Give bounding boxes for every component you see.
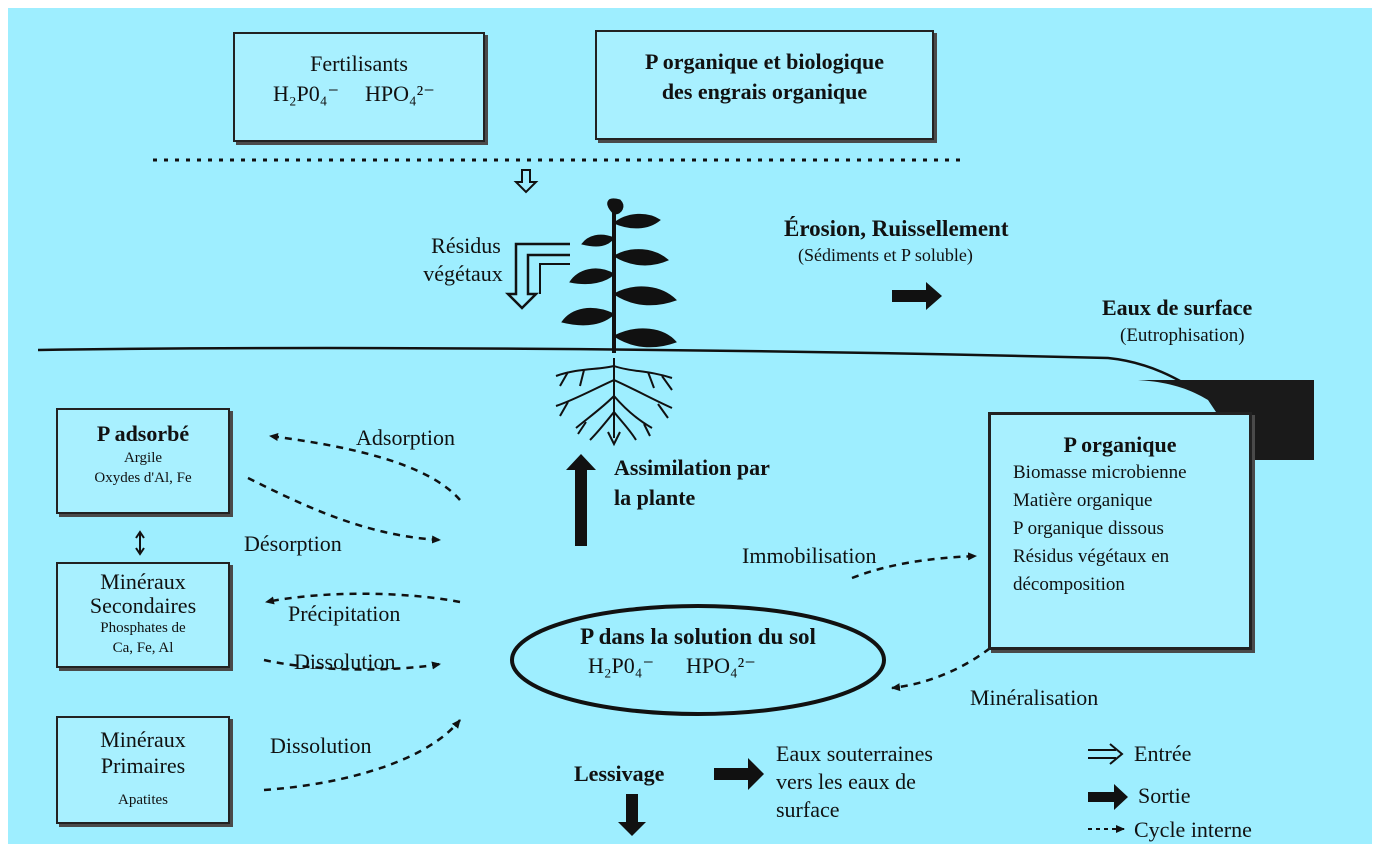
diagram-canvas: Fertilisants H₂P0₄⁻ HPO₄²⁻ P organique e… [8, 8, 1372, 844]
legend-sortie-icon [1088, 784, 1128, 810]
mineraux-secondaires-line4: Ca, Fe, Al [112, 640, 174, 656]
residus-label-line1: Résidus [431, 233, 501, 258]
eaux-surface-title: Eaux de surface [1102, 295, 1253, 320]
soil-solution-title: P dans la solution du sol [580, 624, 816, 649]
fertilisants-ion-h2po4: H₂P0₄⁻ [273, 81, 340, 106]
desorption-label: Désorption [244, 531, 342, 556]
erosion-title: Érosion, Ruissellement [784, 216, 1009, 241]
legend-cycle-label: Cycle interne [1134, 817, 1252, 842]
p-organique-title: P organique [1063, 432, 1177, 457]
mineraux-secondaires-line2: Secondaires [89, 593, 197, 618]
p-organique-item-1: Biomasse microbienne [1013, 462, 1187, 483]
mineraux-secondaires-box: Minéraux Secondaires Phosphates de Ca, F… [56, 562, 230, 668]
lessivage-label: Lessivage [574, 761, 665, 786]
p-adsorbe-box: P adsorbé Argile Oxydes d'Al, Fe [56, 408, 230, 514]
eaux-surface-subtitle: (Eutrophisation) [1120, 325, 1245, 346]
p-organique-item-4: Résidus végétaux en [1013, 546, 1170, 567]
mineraux-primaires-line2: Primaires [100, 753, 186, 778]
organic-fertilizer-box: P organique et biologique des engrais or… [595, 30, 934, 140]
organic-fertilizer-line1: P organique et biologique [645, 49, 884, 74]
precipitation-arrow [265, 592, 461, 605]
soil-solution-ellipse [510, 604, 886, 716]
p-adsorbe-oxydes: Oxydes d'Al, Fe [94, 470, 192, 486]
soil-surface-line [37, 346, 1209, 400]
eaux-souterraines-line3: surface [776, 797, 840, 822]
mineraux-primaires-apatites: Apatites [118, 792, 168, 808]
eaux-souterraines-line2: vers les eaux de [776, 769, 916, 794]
assimilation-arrow-icon [566, 454, 596, 546]
residus-label-line2: végétaux [423, 261, 503, 286]
mineraux-primaires-line1: Minéraux [100, 727, 186, 752]
legend-sortie-label: Sortie [1138, 783, 1191, 808]
eaux-souterraines-line1: Eaux souterraines [776, 741, 933, 766]
mineraux-primaires-box: Minéraux Primaires Apatites [56, 716, 230, 824]
plant-roots-icon [555, 358, 673, 441]
adsorption-label: Adsorption [356, 425, 455, 450]
p-organique-item-3: P organique dissous [1013, 518, 1164, 539]
exchange-double-arrow-icon [135, 530, 145, 556]
adsorption-arrow [269, 433, 461, 501]
legend-entree-label: Entrée [1134, 741, 1192, 766]
erosion-subtitle: (Sédiments et P soluble) [798, 245, 973, 265]
immobilisation-arrow [851, 552, 977, 580]
immobilisation-label: Immobilisation [742, 543, 877, 568]
precipitation-label: Précipitation [288, 601, 401, 626]
dissolution-label-1: Dissolution [294, 649, 396, 674]
p-organique-item-2: Matière organique [1013, 490, 1153, 511]
soil-solution-ion-hpo4: HPO₄²⁻ [686, 653, 756, 678]
input-hollow-arrow-icon [513, 169, 539, 194]
organic-fertilizer-line2: des engrais organique [661, 79, 868, 104]
soil-solution-ion-h2po4: H₂P0₄⁻ [588, 653, 655, 678]
plant-icon [561, 198, 677, 353]
lessivage-down-arrow-icon [618, 794, 646, 836]
mineraux-secondaires-line1: Minéraux [100, 569, 186, 594]
groundwater-arrow-icon [714, 758, 764, 790]
mineralisation-arrow [891, 639, 1001, 692]
residus-hollow-arrow-icon [504, 242, 570, 310]
mineralisation-label: Minéralisation [970, 685, 1099, 710]
dissolution-arrow-2 [263, 719, 461, 792]
erosion-filled-arrow-icon [892, 282, 942, 310]
p-adsorbe-argile: Argile [123, 450, 163, 466]
p-adsorbe-title: P adsorbé [96, 421, 190, 446]
fertilisants-ion-hpo4: HPO₄²⁻ [365, 81, 435, 106]
mineraux-secondaires-line3: Phosphates de [100, 620, 186, 636]
assimilation-label-line1: Assimilation par [614, 455, 770, 480]
fertilisants-title: Fertilisants [310, 51, 408, 76]
p-organique-item-5: décomposition [1013, 574, 1125, 595]
fertilisants-box: Fertilisants H₂P0₄⁻ HPO₄²⁻ [233, 32, 485, 142]
assimilation-label-line2: la plante [614, 485, 696, 510]
dissolution-label-2: Dissolution [270, 733, 372, 758]
p-organique-box: P organique Biomasse microbienne Matière… [988, 412, 1252, 650]
legend-entree-icon [1088, 743, 1124, 765]
